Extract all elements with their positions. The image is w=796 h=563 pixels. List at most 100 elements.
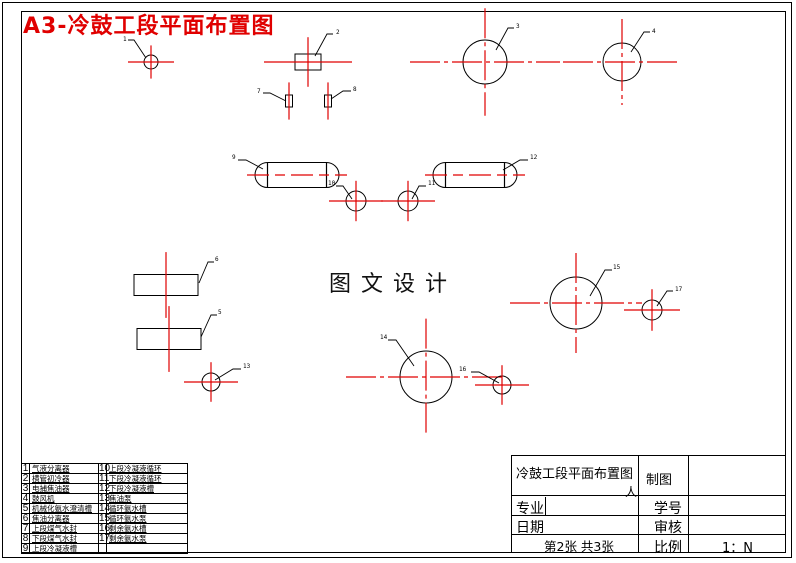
equipment-7[interactable] <box>263 82 293 120</box>
equipment-13[interactable] <box>184 362 241 402</box>
leader-line <box>471 371 500 384</box>
part-number: 6 <box>21 513 30 524</box>
scale-value: 1：N <box>722 541 753 556</box>
equipment-9[interactable] <box>238 159 347 188</box>
parts-row <box>98 544 188 554</box>
equipment-label: 7 <box>257 88 261 95</box>
equipment-label: 12 <box>530 154 538 161</box>
part-number: 12 <box>98 483 111 494</box>
tb-row-sep-2 <box>512 515 786 516</box>
leader-line <box>630 31 650 53</box>
equipment-label: 5 <box>218 309 222 316</box>
part-name: 剩余氨水槽 <box>109 524 147 533</box>
equipment-4[interactable] <box>563 19 681 105</box>
equipment-17[interactable] <box>624 289 680 331</box>
scale-label: 比例 <box>654 540 682 556</box>
drawn-value[interactable] <box>692 469 782 489</box>
equipment-label: 17 <box>675 286 683 293</box>
sheet-title: A3-冷鼓工段平面布置图 <box>23 14 275 39</box>
equipment-11[interactable] <box>381 180 435 222</box>
part-number <box>98 544 107 553</box>
part-name: 下段冷凝液槽 <box>109 484 154 493</box>
parts-list-top-border <box>21 463 188 464</box>
part-name: 鼓风机 <box>32 494 55 503</box>
equipment-16[interactable] <box>471 365 529 405</box>
equipment-8[interactable] <box>324 82 352 120</box>
part-number: 14 <box>98 503 111 514</box>
part-name: 上段煤气水封 <box>32 524 77 533</box>
leader-line <box>411 185 426 200</box>
equipment-label: 4 <box>652 28 656 35</box>
tb-col-sep-2 <box>688 456 689 553</box>
part-number: 8 <box>21 533 30 544</box>
leader-line <box>502 159 528 171</box>
part-number: 4 <box>21 493 30 504</box>
equipment-3[interactable] <box>410 8 560 116</box>
review-value[interactable] <box>692 517 782 533</box>
parts-list-right-border <box>187 463 188 553</box>
leader-line <box>656 290 673 307</box>
part-number: 16 <box>98 523 111 534</box>
part-number: 5 <box>21 503 30 514</box>
part-number: 13 <box>98 493 111 504</box>
part-name: 下段冷凝液循环 <box>109 474 162 483</box>
part-name: 循环氨水槽 <box>109 504 147 513</box>
equipment-12[interactable] <box>425 159 528 188</box>
tb-col-sep-1 <box>638 456 639 553</box>
equipment-10[interactable] <box>329 180 383 222</box>
equipment-label: 10 <box>328 180 336 187</box>
leader-line <box>263 92 287 102</box>
part-number: 11 <box>98 473 110 484</box>
part-number: 2 <box>21 473 30 484</box>
equipment-label: 9 <box>232 154 236 161</box>
part-number: 10 <box>98 463 111 474</box>
tb-row-sep-1 <box>512 495 786 496</box>
equipment-label: 6 <box>215 256 219 263</box>
equipment-1[interactable] <box>128 39 174 79</box>
equipment-label: 1 <box>123 36 127 43</box>
drawn-label: 制图 <box>646 473 673 488</box>
equipment-14[interactable] <box>346 318 506 436</box>
stray-mark: 人 <box>625 485 638 499</box>
student-no-value[interactable] <box>692 498 782 514</box>
sheet-info: 第2张 共3张 <box>544 539 614 554</box>
part-name: 横管初冷器 <box>32 474 70 483</box>
equipment-2[interactable] <box>264 33 352 87</box>
part-number: 15 <box>98 513 111 524</box>
tb-row-sep-3 <box>512 534 786 535</box>
part-name: 焦油分离器 <box>32 514 70 523</box>
equipment-5[interactable] <box>136 306 217 372</box>
leader-line <box>495 27 514 51</box>
leader-line <box>214 368 241 381</box>
part-name: 气液分离器 <box>32 464 70 473</box>
leader-line <box>128 39 147 59</box>
tb-cursor-mark <box>545 497 546 515</box>
equipment-6[interactable] <box>133 252 214 318</box>
equipment-label: 16 <box>459 366 467 373</box>
part-name: 焦油泵 <box>109 494 132 503</box>
equipment-16a[interactable] <box>510 253 642 353</box>
leader-line <box>330 90 351 100</box>
part-name: 循环氨水泵 <box>109 514 147 523</box>
part-number: 17 <box>98 533 111 544</box>
leader-line <box>238 159 264 170</box>
